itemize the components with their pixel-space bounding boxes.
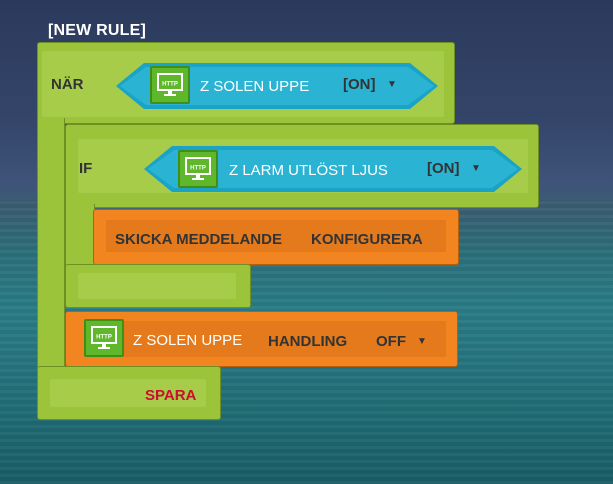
when-label: NÄR [51, 76, 84, 93]
svg-text:HTTP: HTTP [190, 166, 206, 172]
send-message-label: SKICKA MEDDELANDE [115, 231, 282, 248]
caret-down-icon[interactable]: ▼ [471, 163, 481, 174]
rule-spine [37, 118, 65, 380]
action-block[interactable] [65, 311, 458, 367]
http-monitor-icon: HTTP [178, 150, 218, 188]
if-device-name: Z LARM UTLÖST LJUS [229, 162, 388, 179]
caret-down-icon[interactable]: ▼ [387, 79, 397, 90]
action-label: HANDLING [268, 333, 348, 350]
if-bottom [65, 264, 251, 308]
if-spine [65, 204, 95, 270]
http-monitor-icon: HTTP [150, 66, 190, 104]
svg-text:HTTP: HTTP [96, 335, 112, 341]
svg-text:HTTP: HTTP [162, 82, 178, 88]
configure-button[interactable]: KONFIGURERA [311, 231, 423, 248]
send-message-block[interactable] [93, 209, 459, 265]
when-device-value[interactable]: [ON] [343, 76, 376, 93]
caret-down-icon[interactable]: ▼ [417, 336, 427, 347]
when-device-name: Z SOLEN UPPE [200, 78, 310, 95]
if-device-value[interactable]: [ON] [427, 160, 460, 177]
action-value[interactable]: OFF [376, 333, 406, 350]
action-device-name: Z SOLEN UPPE [133, 332, 243, 349]
save-button[interactable]: SPARA [145, 387, 197, 404]
save-bar [37, 366, 221, 420]
if-label: IF [79, 160, 93, 177]
rule-title: [NEW RULE] [48, 22, 146, 39]
http-monitor-icon: HTTP [84, 319, 124, 357]
